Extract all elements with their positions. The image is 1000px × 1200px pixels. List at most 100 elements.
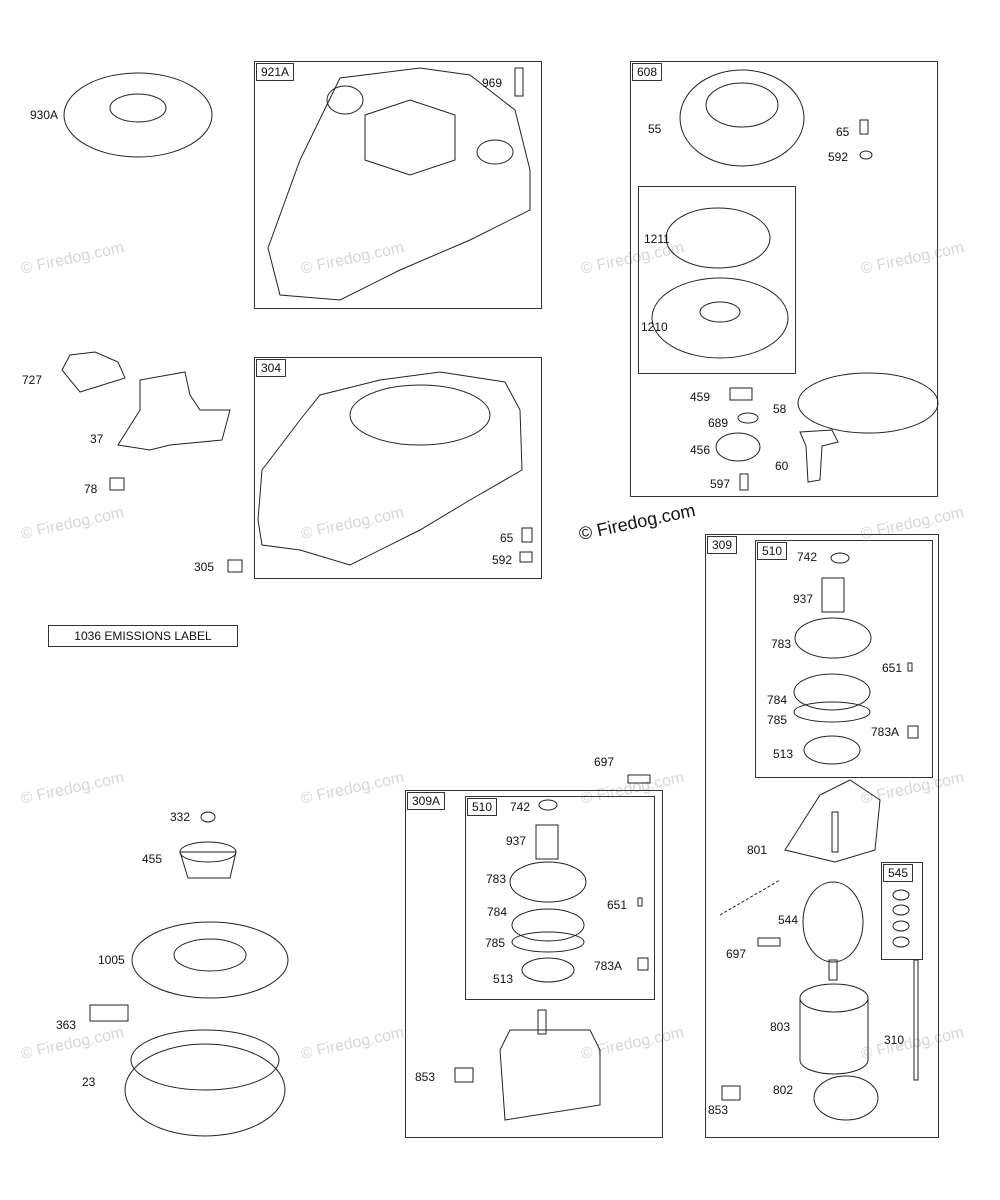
- part-783b: [509, 861, 587, 903]
- callout-689: 689: [708, 416, 729, 430]
- group-box-309-510: [755, 540, 933, 778]
- part-853a: [721, 1085, 741, 1101]
- part-513a: [803, 735, 861, 765]
- part-1210: [651, 277, 789, 359]
- group-box-309A: [405, 790, 663, 1138]
- part-785a: [793, 701, 871, 723]
- group-tag-309A: 309A: [407, 792, 446, 810]
- callout-455: 455: [142, 852, 163, 866]
- part-310: [913, 959, 919, 1081]
- part-742a: [830, 552, 850, 564]
- part-727: [61, 351, 126, 393]
- part-597: [739, 473, 749, 491]
- part-332: [200, 811, 216, 823]
- callout-65: 65: [836, 125, 850, 139]
- callout-37: 37: [90, 432, 104, 446]
- part-459: [729, 387, 753, 401]
- part-455: [179, 851, 237, 879]
- group-box-608-inner: [638, 186, 796, 374]
- callout-332: 332: [170, 810, 191, 824]
- callout-783A: 783A: [594, 959, 623, 973]
- callout-937: 937: [506, 834, 527, 848]
- part-853b: [454, 1067, 474, 1083]
- callout-803: 803: [770, 1020, 791, 1034]
- group-tag-921A: 921A: [256, 63, 295, 81]
- part-55: [679, 69, 805, 167]
- part-304: [257, 371, 523, 566]
- callout-513: 513: [493, 972, 514, 986]
- part-783Aa: [907, 725, 919, 739]
- part-1211: [665, 207, 771, 269]
- callout-801: 801: [747, 843, 768, 857]
- part-689: [737, 412, 759, 424]
- part-65a: [859, 119, 869, 135]
- part-803: [799, 998, 869, 1075]
- part-783Ab: [637, 957, 649, 971]
- part-937a: [821, 577, 845, 613]
- group-tag-545: 545: [883, 864, 914, 882]
- part-544: [802, 881, 864, 963]
- callout-802: 802: [773, 1083, 794, 1097]
- part-697a: [757, 937, 781, 947]
- callout-456: 456: [690, 443, 711, 457]
- callout-785: 785: [485, 936, 506, 950]
- callout-544: 544: [778, 913, 799, 927]
- part-802: [813, 1075, 879, 1121]
- callout-592: 592: [492, 553, 513, 567]
- emissions-label-box: 1036 EMISSIONS LABEL: [48, 625, 238, 647]
- part-513b: [521, 957, 575, 983]
- group-box-608: [630, 61, 938, 497]
- part-784a: [793, 673, 871, 711]
- part-801: [784, 779, 881, 863]
- group-tag-309-510: 510: [757, 542, 788, 560]
- group-box-309: [705, 534, 939, 1138]
- part-592a: [859, 150, 873, 160]
- callout-785: 785: [767, 713, 788, 727]
- callout-727: 727: [22, 373, 43, 387]
- group-tag-304: 304: [256, 359, 287, 377]
- callout-65: 65: [500, 531, 514, 545]
- group-tag-309A-510: 510: [467, 798, 498, 816]
- callout-742: 742: [510, 800, 531, 814]
- callout-783: 783: [771, 637, 792, 651]
- group-box-309A-510: [465, 796, 655, 1000]
- part-651a: [907, 662, 913, 672]
- group-box-304: [254, 357, 542, 579]
- part-592b: [519, 551, 533, 563]
- callout-597: 597: [710, 477, 731, 491]
- callout-937: 937: [793, 592, 814, 606]
- callout-60: 60: [775, 459, 789, 473]
- callout-592: 592: [828, 150, 849, 164]
- group-tag-608: 608: [632, 63, 663, 81]
- callout-513: 513: [773, 747, 794, 761]
- group-tag-309: 309: [707, 536, 738, 554]
- callout-930A: 930A: [30, 108, 59, 122]
- callout-23: 23: [82, 1075, 96, 1089]
- callout-310: 310: [884, 1033, 905, 1047]
- callout-78: 78: [84, 482, 98, 496]
- part-37: [117, 371, 231, 451]
- part-921A: [267, 67, 531, 301]
- callout-853: 853: [415, 1070, 436, 1084]
- callout-651: 651: [607, 898, 628, 912]
- callout-784: 784: [767, 693, 788, 707]
- part-651b: [637, 897, 643, 907]
- part-784b: [511, 908, 585, 942]
- part-363: [89, 1004, 129, 1022]
- callout-783: 783: [486, 872, 507, 886]
- part-969: [514, 67, 524, 97]
- group-box-545: [881, 862, 923, 960]
- callout-783A: 783A: [871, 725, 900, 739]
- callout-651: 651: [882, 661, 903, 675]
- callout-697: 697: [726, 947, 747, 961]
- part-785b: [511, 931, 585, 953]
- part-697b: [627, 774, 651, 784]
- callout-1005: 1005: [98, 953, 125, 967]
- part-783a: [794, 617, 872, 659]
- part-78: [109, 477, 125, 491]
- callout-1211: 1211: [644, 232, 670, 246]
- starter-motor: [499, 1029, 601, 1121]
- part-545: [892, 889, 910, 901]
- part-60: [799, 429, 839, 483]
